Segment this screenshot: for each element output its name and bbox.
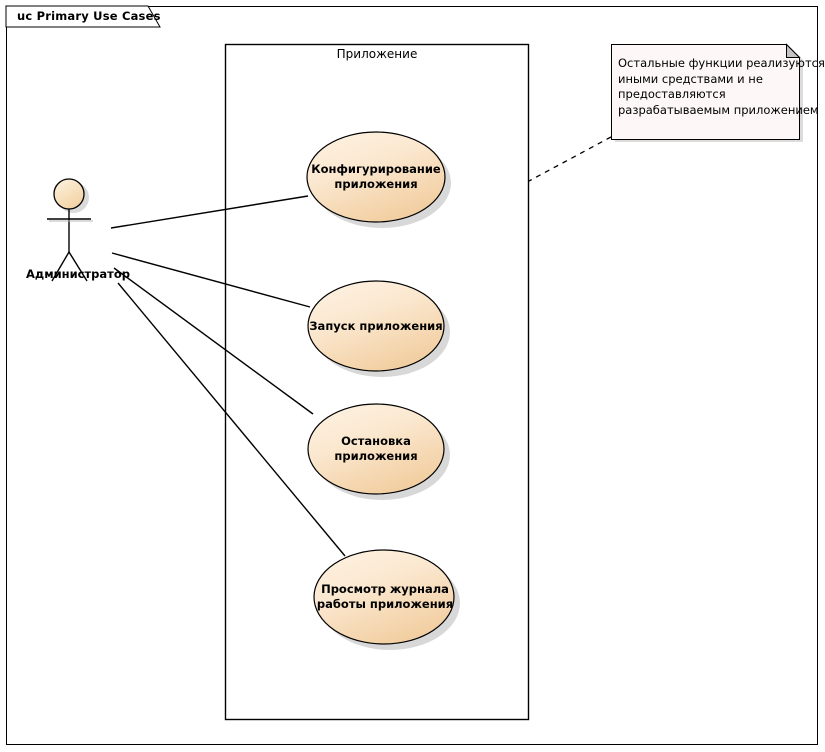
system-boundary-label: Приложение bbox=[336, 47, 418, 61]
note-line-1: Остальные функции реализуются bbox=[618, 56, 825, 70]
note-line-4: разрабатываемым приложением bbox=[618, 102, 819, 117]
note-line-2: иными средствами и не bbox=[618, 71, 763, 86]
diagram-title-label: uc Primary Use Cases bbox=[17, 9, 161, 23]
actor-label: Администратор bbox=[26, 267, 130, 281]
note-line-3: предоставляются bbox=[618, 87, 726, 101]
note-text: Остальные функции реализуются иными сред… bbox=[618, 56, 825, 118]
